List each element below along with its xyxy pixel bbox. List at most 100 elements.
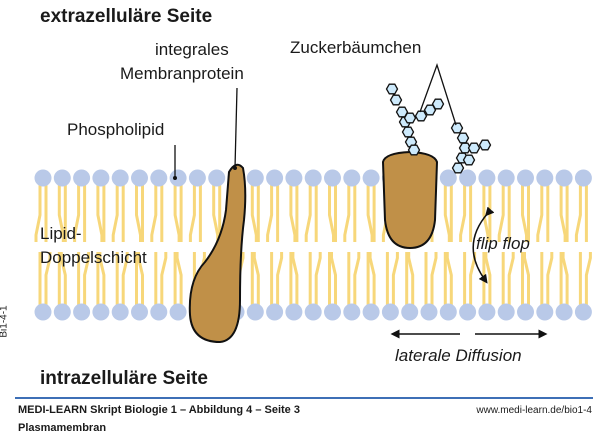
- lipid-tail: [160, 252, 168, 310]
- phospholipid-head: [304, 303, 322, 321]
- lipid-tail: [252, 252, 260, 310]
- lipid-tail: [353, 252, 361, 310]
- phospholipid-head: [111, 169, 129, 187]
- footer-source: MEDI-LEARN Skript Biologie 1 – Abbildung…: [18, 404, 300, 416]
- lipid-tail: [173, 180, 181, 242]
- lipid-tail: [445, 252, 453, 310]
- flip-flop-arrow: [472, 206, 495, 284]
- lipid-tail: [44, 252, 52, 310]
- lipid-tail: [497, 180, 505, 242]
- lipid-tail: [266, 180, 274, 242]
- sugar-pointer-line: [419, 62, 457, 126]
- integral-membrane-protein: [188, 163, 247, 344]
- lipid-tail: [96, 180, 104, 242]
- lipid-tail: [469, 252, 477, 310]
- phospholipid-head: [478, 303, 496, 321]
- lipid-tail: [135, 180, 142, 242]
- lipid-tail: [73, 180, 81, 242]
- protein-pointer-line: [234, 87, 238, 169]
- lipid-tail: [574, 180, 582, 242]
- phospholipid-head: [536, 169, 554, 187]
- sugar-label: Zuckerbäumchen: [290, 38, 422, 57]
- footer-url[interactable]: www.medi-learn.de/bio1-4: [476, 405, 592, 416]
- phospholipid-head: [111, 303, 129, 321]
- phospholipid-head: [34, 303, 52, 321]
- lipid-tail: [484, 252, 492, 310]
- phospholipid-head: [555, 303, 573, 321]
- phospholipid-head: [555, 169, 573, 187]
- lipid-tail: [559, 180, 567, 242]
- lipid-tail: [212, 180, 220, 242]
- phospholipid-head: [92, 303, 110, 321]
- sugar-hexagon: [462, 154, 476, 166]
- protein-label-line1: integrales: [155, 40, 229, 59]
- lipid-tail: [330, 252, 337, 310]
- lipid-tail: [561, 252, 569, 310]
- lipid-tail: [482, 180, 490, 242]
- footer-rule: [15, 397, 593, 399]
- phospholipid-head: [324, 169, 341, 187]
- lipid-tail: [150, 180, 158, 242]
- lipid-tail: [59, 252, 67, 310]
- lipid-tail: [546, 252, 554, 310]
- phospholipid-head: [73, 169, 91, 187]
- lipid-tail: [536, 180, 544, 242]
- side-code: Bi1-4-1: [0, 305, 10, 338]
- lipid-tail: [343, 180, 351, 242]
- phospholipid-head: [73, 303, 91, 321]
- sugar-hexagon: [478, 139, 492, 151]
- phospholipid-head: [401, 303, 419, 321]
- lipid-tail: [289, 180, 297, 242]
- phospholipid-head: [246, 169, 264, 187]
- lipid-tail: [98, 252, 106, 310]
- sugar-hexagon: [458, 142, 472, 154]
- footer-caption: Plasmamembran: [18, 422, 107, 434]
- phospholipid-head: [343, 303, 361, 321]
- phospholipid-head: [266, 169, 284, 187]
- lipid-tail: [57, 180, 65, 242]
- sugar-hexagon: [467, 142, 481, 154]
- phospholipid-head: [131, 303, 148, 321]
- lipid-tail: [83, 252, 91, 310]
- phospholipid-head: [381, 303, 399, 321]
- phospholipid-head: [420, 303, 438, 321]
- phospholipid-head: [439, 169, 457, 187]
- phospholipid-head: [497, 169, 515, 187]
- lipid-tail: [328, 180, 335, 242]
- bilayer-label-line1: Lipid-: [40, 224, 82, 243]
- lipid-tail: [250, 180, 258, 242]
- lipid-tail: [137, 252, 144, 310]
- lipid-tail: [407, 252, 415, 310]
- lipid-tail: [291, 252, 299, 310]
- phospholipid-head: [439, 303, 457, 321]
- phospholipid-head: [517, 303, 534, 321]
- phospholipid-head: [304, 169, 322, 187]
- phospholipid-head: [208, 169, 226, 187]
- phospholipid-head: [362, 303, 380, 321]
- sugar-hexagon: [403, 112, 417, 124]
- sugar-hexagon: [451, 162, 465, 174]
- lipid-tail: [507, 252, 515, 310]
- phospholipid-head: [343, 169, 361, 187]
- phospholipid-head: [285, 169, 303, 187]
- phospholipid-pointer-dot: [173, 176, 177, 180]
- phospholipid-head: [285, 303, 303, 321]
- flip-flop-label: flip flop: [476, 234, 530, 253]
- phospholipid-head: [150, 169, 168, 187]
- peripheral-protein: [381, 150, 439, 250]
- lateral-diffusion-label: laterale Diffusion: [395, 346, 522, 365]
- phospholipid-head: [92, 169, 110, 187]
- lipid-tail: [523, 252, 530, 310]
- lipid-tail: [34, 180, 42, 242]
- lipid-tail: [430, 252, 438, 310]
- lipid-tail: [175, 252, 183, 310]
- phospholipid-head: [459, 169, 477, 187]
- phospholipid-head: [362, 169, 380, 187]
- sugar-hexagon: [407, 144, 421, 156]
- lipid-tail: [368, 252, 376, 310]
- lipid-tail: [304, 180, 312, 242]
- lipid-tail: [584, 252, 592, 310]
- phospholipid-head: [536, 303, 554, 321]
- lipid-tail: [443, 180, 451, 242]
